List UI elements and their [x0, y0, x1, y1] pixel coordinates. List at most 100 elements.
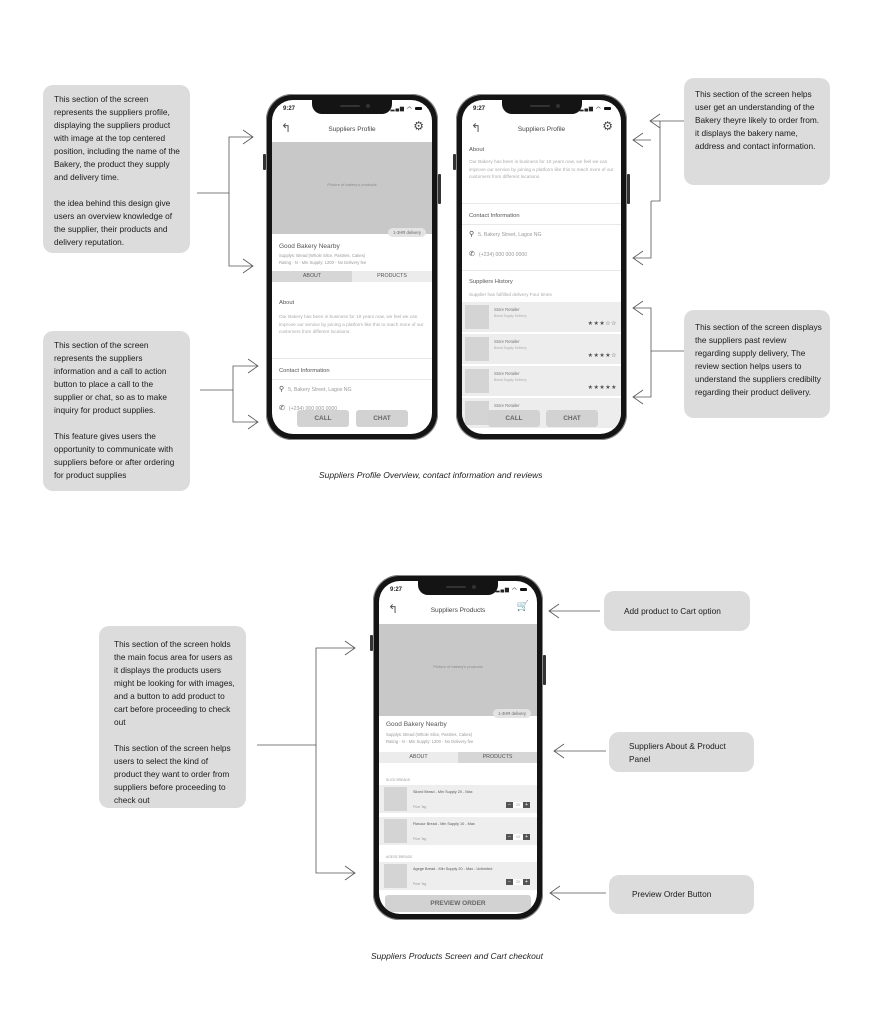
phone-icon: ✆ — [469, 251, 475, 258]
tab-about[interactable]: ABOUT — [379, 752, 458, 763]
quantity-stepper: −10+ — [506, 834, 530, 840]
screen-title: Suppliers Profile — [517, 126, 566, 133]
status-icons: ▂▄▆ ◠ — [580, 106, 611, 112]
review-thumbnail — [465, 401, 489, 425]
about-text: Our Bakery has been in business for 10 y… — [469, 159, 614, 179]
status-bar: 9:27 ▂▄▆ ◠ — [379, 587, 537, 597]
phone-text: (+234) 000 000 0000 — [478, 252, 528, 258]
quantity-stepper: −20+ — [506, 802, 530, 808]
address-text: 5, Bakery Street, Lagos NG — [478, 232, 542, 238]
gear-icon[interactable]: ⚙ — [602, 119, 613, 133]
product-name: Sliced Bread - Min Supply 20 - Max — [413, 790, 473, 794]
phone-line[interactable]: ✆(+234) 000 000 0000 — [469, 250, 527, 258]
call-button[interactable]: CALL — [297, 410, 349, 427]
quantity-value[interactable]: 10 — [513, 834, 523, 840]
tab-bar: ABOUT PRODUCTS — [379, 752, 537, 763]
note-text: Preview Order Button — [632, 889, 712, 899]
gear-icon[interactable]: ⚙ — [413, 119, 424, 133]
hero-image: Picture of bakery's products — [272, 142, 432, 234]
history-subtext: Supplier has fulfilled delivery Four tim… — [469, 292, 552, 297]
review-name: Store Retailer — [494, 371, 520, 376]
product-name: Flavour Bread - Min Supply 10 - Max — [413, 822, 475, 826]
price-tag: Price Tag — [413, 805, 427, 809]
address-line: ⚲5, Bakery Street, Lagos NG — [279, 385, 352, 393]
review-sub: Bread Supply Delivery — [494, 314, 527, 318]
review-sub: Bread Supply Delivery — [494, 346, 527, 350]
bakery-rating: Rating - N - Min Supply: 1200 - No Deliv… — [386, 739, 474, 744]
back-arrow-icon[interactable]: ↰ — [388, 602, 399, 616]
status-icons: ▂▄▆ ◠ — [391, 106, 422, 112]
note-text: the idea behind this design give users a… — [54, 198, 173, 247]
status-bar: 9:27 ▂▄▆ ◠ — [272, 106, 432, 116]
note-text: This section of the screen helps users t… — [114, 743, 231, 805]
cart-icon[interactable]: 🛒 — [516, 601, 529, 612]
caption-profile: Suppliers Profile Overview, contact info… — [319, 470, 543, 480]
status-icons: ▂▄▆ ◠ — [496, 587, 527, 593]
back-arrow-icon[interactable]: ↰ — [471, 121, 482, 135]
location-pin-icon: ⚲ — [279, 386, 285, 393]
call-button[interactable]: CALL — [488, 410, 540, 427]
plus-button[interactable]: + — [523, 879, 530, 885]
star-rating: ★★★★☆ — [587, 353, 617, 359]
note-about-products: Suppliers About & Product Panel — [609, 732, 754, 772]
screen: 9:27 ▂▄▆ ◠ ↰ Suppliers Profile ⚙ About O… — [462, 100, 621, 434]
plus-button[interactable]: + — [523, 802, 530, 808]
product-row: Sliced Bread - Min Supply 20 - Max Price… — [379, 785, 537, 813]
price-tag: Price Tag — [413, 837, 427, 841]
note-profile-overview: This section of the screen represents th… — [43, 85, 190, 253]
chat-button[interactable]: CHAT — [356, 410, 408, 427]
hero-placeholder: Picture of bakery's products — [327, 182, 377, 188]
tab-about[interactable]: ABOUT — [272, 271, 352, 282]
minus-button[interactable]: − — [506, 879, 513, 885]
product-thumbnail — [384, 864, 407, 888]
phone-suppliers-profile: 9:27 ▂▄▆ ◠ ↰ Suppliers Profile ⚙ Picture… — [263, 94, 441, 440]
status-time: 9:27 — [283, 106, 296, 112]
note-profile-contact: This section of the screen represents th… — [43, 331, 190, 491]
caption-products: Suppliers Products Screen and Cart check… — [371, 951, 543, 961]
note-text: This section of the screen displays the … — [695, 322, 822, 397]
chat-button[interactable]: CHAT — [546, 410, 598, 427]
product-row: Agege Bread - Min Supply 20 - Max - Unli… — [379, 862, 537, 890]
phone-text: (+234) 000 000 0000 — [288, 406, 338, 412]
review-item: Store Retailer Bread Supply Delivery ★★★… — [462, 334, 621, 364]
delivery-badge: 1-3HR delivery — [493, 709, 531, 718]
screen: 9:27 ▂▄▆ ◠ ↰ Suppliers Profile ⚙ Picture… — [272, 100, 432, 434]
bakery-supplies: Supplys: Bread (Whole Slice, Pastries, C… — [386, 732, 473, 737]
back-arrow-icon[interactable]: ↰ — [281, 121, 292, 135]
review-item: Store Retailer Bread Supply Delivery ★★★… — [462, 366, 621, 396]
product-row: Flavour Bread - Min Supply 10 - Max Pric… — [379, 817, 537, 845]
status-time: 9:27 — [390, 587, 403, 593]
note-text: This section of the screen helps user ge… — [695, 89, 820, 151]
quantity-value[interactable]: 20 — [513, 879, 523, 885]
note-text: This feature gives users the opportunity… — [54, 431, 175, 480]
review-name: Store Retailer — [494, 307, 520, 312]
phone-suppliers-history: 9:27 ▂▄▆ ◠ ↰ Suppliers Profile ⚙ About O… — [453, 94, 630, 440]
contact-heading: Contact Information — [279, 368, 330, 374]
address-line: ⚲5, Bakery Street, Lagos NG — [469, 230, 542, 238]
product-thumbnail — [384, 787, 407, 811]
review-thumbnail — [465, 337, 489, 361]
product-name: Agege Bread - Min Supply 20 - Max - Unli… — [413, 867, 493, 871]
about-heading: About — [469, 147, 485, 153]
star-rating: ★★★☆☆ — [587, 321, 617, 327]
quantity-value[interactable]: 20 — [513, 802, 523, 808]
note-text: Add product to Cart option — [624, 606, 721, 616]
minus-button[interactable]: − — [506, 834, 513, 840]
note-add-cart: Add product to Cart option — [604, 591, 750, 631]
app-bar: ↰ Suppliers Profile ⚙ — [272, 116, 432, 144]
status-bar: 9:27 ▂▄▆ ◠ — [462, 106, 621, 116]
category-label: SLICE BREADS — [386, 778, 411, 782]
tab-products[interactable]: PRODUCTS — [352, 271, 432, 282]
tab-products[interactable]: PRODUCTS — [458, 752, 537, 763]
plus-button[interactable]: + — [523, 834, 530, 840]
hero-image: Picture of bakery's products — [379, 624, 537, 716]
note-text: Suppliers About & Product Panel — [629, 741, 726, 764]
contact-heading: Contact Information — [469, 213, 520, 219]
preview-order-button[interactable]: PREVIEW ORDER — [385, 895, 531, 912]
screen-title: Suppliers Products — [430, 607, 486, 614]
phone-line[interactable]: ✆(+234) 000 000 0000 — [279, 404, 337, 412]
hero-placeholder: Picture of bakery's products — [433, 664, 483, 670]
app-bar: ↰ Suppliers Products 🛒 — [379, 597, 537, 625]
minus-button[interactable]: − — [506, 802, 513, 808]
note-text: This section of the screen represents th… — [54, 94, 180, 182]
